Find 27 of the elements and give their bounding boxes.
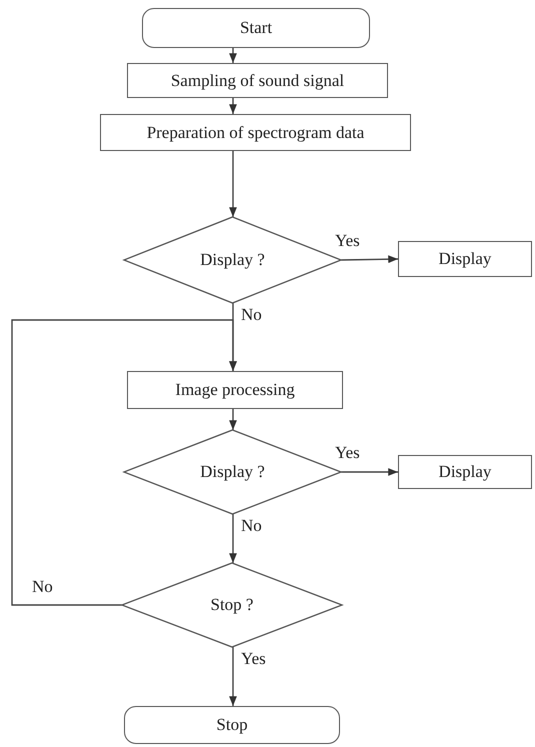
node-label: Stop xyxy=(216,715,248,735)
process-box xyxy=(127,63,388,98)
process-box xyxy=(398,241,532,277)
node-label: Image processing xyxy=(175,380,295,400)
process-box xyxy=(398,455,532,489)
node-label: Sampling of sound signal xyxy=(170,70,344,90)
process-box xyxy=(100,114,411,151)
arrow xyxy=(229,514,237,563)
node-label: Preparation of spectrogram data xyxy=(146,122,364,142)
node-label: Start xyxy=(240,18,272,38)
decision-diamond xyxy=(122,563,342,647)
arrow xyxy=(341,468,398,476)
node-label: Display xyxy=(438,249,492,269)
node-label: Display xyxy=(438,462,492,482)
process-box xyxy=(127,371,343,409)
arrow xyxy=(229,48,237,63)
arrow xyxy=(229,151,237,217)
arrow xyxy=(229,647,237,706)
node-label: Display ? xyxy=(200,250,265,270)
terminal-box xyxy=(124,706,340,744)
arrow xyxy=(11,319,237,606)
arrow xyxy=(340,255,398,264)
node-label: Stop ? xyxy=(210,595,254,615)
node-label: Display ? xyxy=(200,462,265,482)
arrow xyxy=(229,409,237,430)
terminal-box xyxy=(142,8,370,48)
arrow xyxy=(229,98,237,114)
